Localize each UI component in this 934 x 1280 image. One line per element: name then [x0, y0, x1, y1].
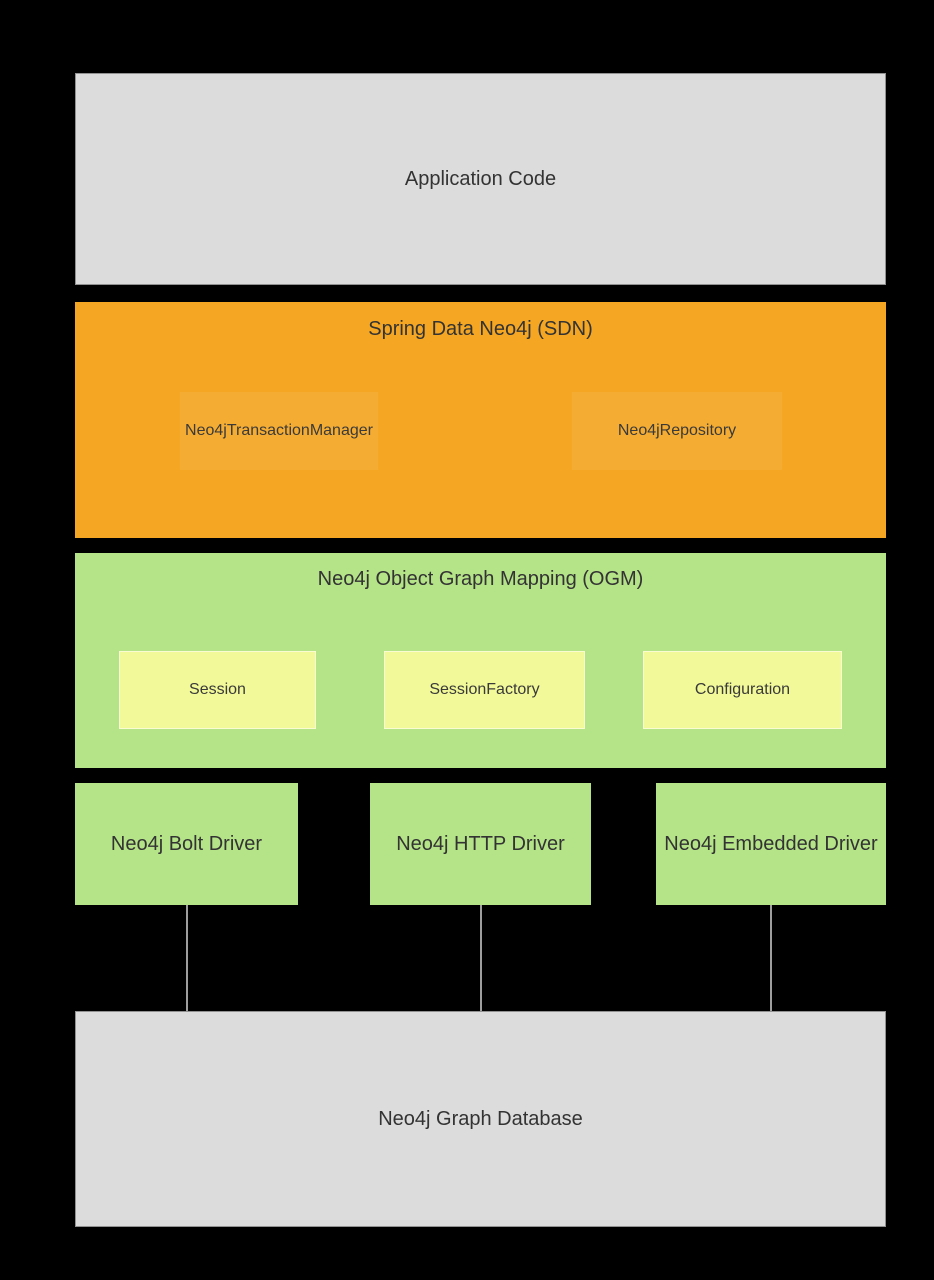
application-code-box: Application Code	[75, 73, 886, 285]
sdn-component-transaction-manager: Neo4jTransactionManager	[180, 392, 378, 470]
embedded-driver-label: Neo4j Embedded Driver	[664, 832, 878, 855]
http-driver-box: Neo4j HTTP Driver	[370, 783, 591, 905]
sdn-title: Spring Data Neo4j (SDN)	[368, 318, 593, 340]
repository-label: Neo4jRepository	[617, 422, 737, 439]
bolt-driver-box: Neo4j Bolt Driver	[75, 783, 298, 905]
sdn-component-repository: Neo4jRepository	[572, 392, 782, 470]
ogm-component-session-factory: SessionFactory	[384, 651, 585, 729]
sdn-box: Spring Data Neo4j (SDN) Neo4jTransaction…	[75, 302, 886, 538]
ogm-box: Neo4j Object Graph Mapping (OGM) Session…	[75, 553, 886, 768]
session-factory-label: SessionFactory	[429, 681, 540, 698]
graph-database-label: Neo4j Graph Database	[378, 1107, 583, 1130]
graph-database-box: Neo4j Graph Database	[75, 1011, 886, 1227]
bolt-driver-label: Neo4j Bolt Driver	[110, 832, 263, 855]
http-driver-label: Neo4j HTTP Driver	[396, 832, 565, 855]
ogm-component-session: Session	[119, 651, 316, 729]
session-label: Session	[189, 681, 246, 698]
embedded-driver-box: Neo4j Embedded Driver	[656, 783, 886, 905]
connector-line-bolt	[186, 905, 188, 1011]
configuration-label: Configuration	[694, 681, 791, 698]
connector-line-embedded	[770, 905, 772, 1011]
ogm-title: Neo4j Object Graph Mapping (OGM)	[317, 568, 644, 590]
transaction-manager-label: Neo4jTransactionManager	[185, 422, 373, 439]
ogm-component-configuration: Configuration	[643, 651, 842, 729]
connector-line-http	[480, 905, 482, 1011]
application-code-label: Application Code	[404, 167, 557, 190]
